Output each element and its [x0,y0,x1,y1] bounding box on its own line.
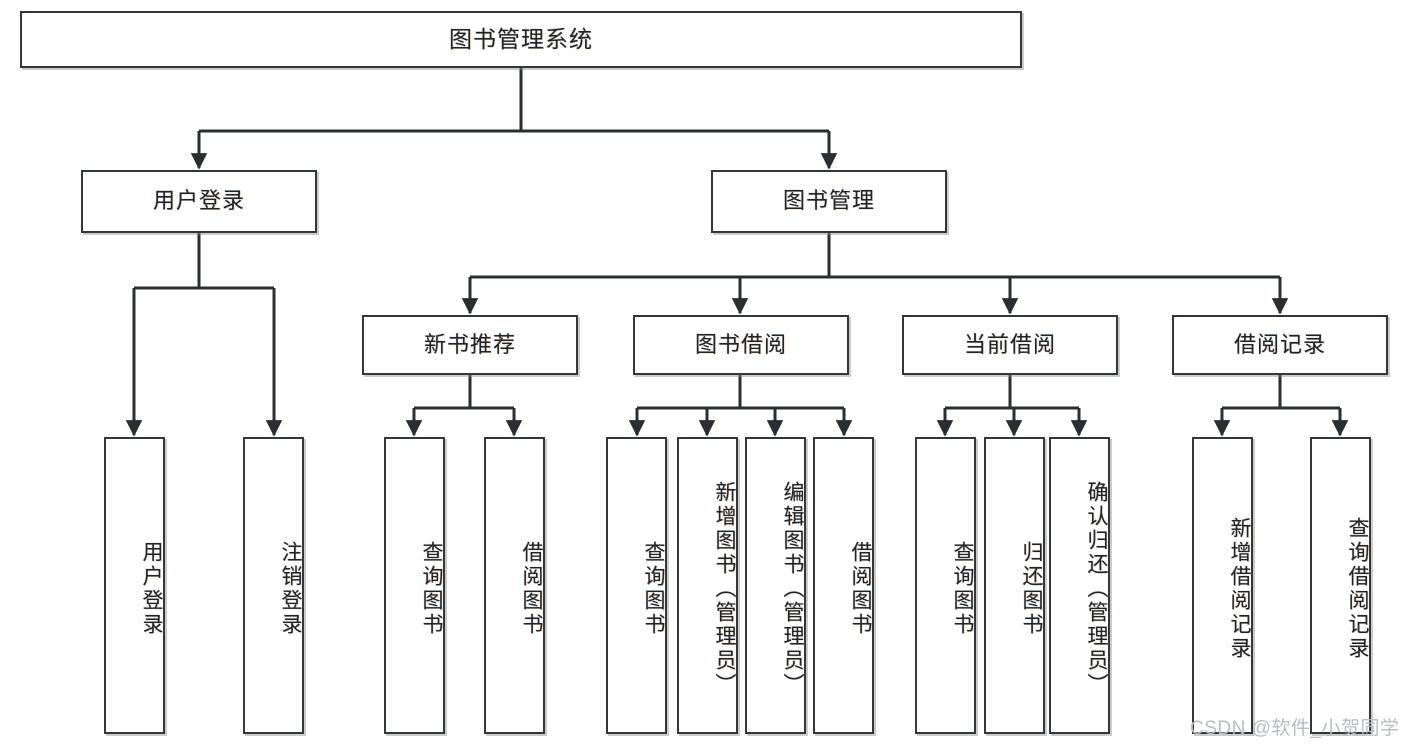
leaf-query-borrow-record[interactable]: 查询借阅记录 [1310,437,1371,734]
leaf-edit-book-admin[interactable]: 编辑图书（管理员） [745,437,806,734]
leaf-logout[interactable]: 注销登录 [243,437,304,734]
leaf-query-book-borrowing[interactable]: 查询图书 [606,437,667,734]
leaf-return-book[interactable]: 归还图书 [984,437,1045,734]
node-book-borrowing[interactable]: 图书借阅 [633,315,849,375]
node-user-login[interactable]: 用户登录 [81,170,317,233]
leaf-add-book-admin[interactable]: 新增图书（管理员） [677,437,738,734]
node-borrow-records[interactable]: 借阅记录 [1172,315,1388,375]
leaf-query-book-current[interactable]: 查询图书 [915,437,976,734]
watermark: CSDN @软件_小贺同学 [1190,718,1400,739]
leaf-add-borrow-record[interactable]: 新增借阅记录 [1192,437,1253,734]
node-root-book-management-system[interactable]: 图书管理系统 [20,11,1022,68]
leaf-borrow-book-new-book[interactable]: 借阅图书 [484,437,545,734]
leaf-borrow-book-borrowing[interactable]: 借阅图书 [813,437,874,734]
node-current-borrowing[interactable]: 当前借阅 [902,315,1118,375]
leaf-user-login[interactable]: 用户登录 [104,437,165,734]
node-new-book-recommendation[interactable]: 新书推荐 [362,315,578,375]
leaf-confirm-return-admin[interactable]: 确认归还（管理员） [1049,437,1110,734]
node-book-management[interactable]: 图书管理 [711,170,947,233]
leaf-query-book-new-book[interactable]: 查询图书 [384,437,445,734]
